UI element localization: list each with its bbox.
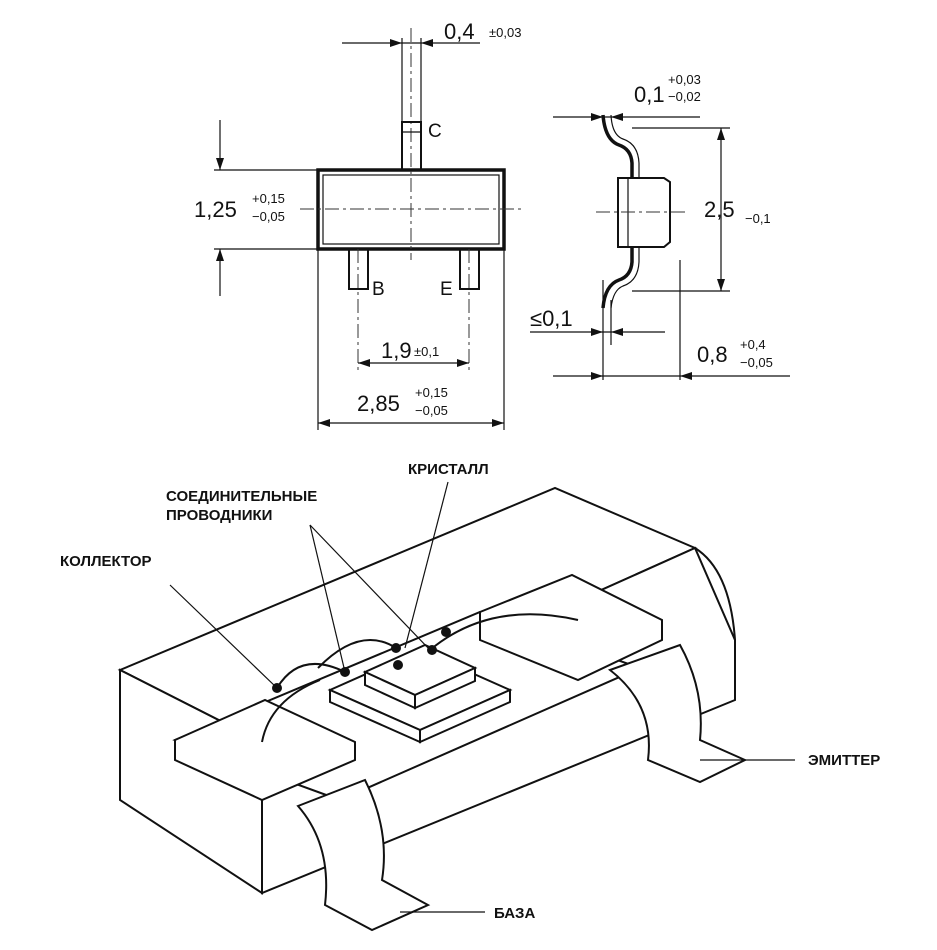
iso-base-lead bbox=[296, 778, 431, 932]
dim-pin-spacing-arrow-left bbox=[358, 359, 370, 367]
label-crystal: КРИСТАЛЛ bbox=[408, 461, 489, 478]
iso-view: КРИСТАЛЛ СОЕДИНИТЕЛЬНЫЕ ПРОВОДНИКИ КОЛЛЕ… bbox=[60, 461, 880, 932]
top-view: C B E 0,4 ±0,03 1,25 +0,15 −0,05 1,9 ±0,… bbox=[194, 19, 525, 430]
iso-bond-4 bbox=[427, 645, 437, 655]
dim-lead-width-arrow-left bbox=[390, 39, 402, 47]
iso-body-right-edge bbox=[694, 547, 736, 641]
dim-lead-width-tol: ±0,03 bbox=[489, 25, 521, 40]
dim-pin-spacing-tol: ±0,1 bbox=[414, 344, 439, 359]
leader-wires-b bbox=[309, 524, 431, 651]
dim-body-length-tol-minus: −0,05 bbox=[415, 403, 448, 418]
label-collector: КОЛЛЕКТОР bbox=[60, 553, 152, 570]
dim-height-arrow-left bbox=[591, 372, 603, 380]
dim-overall-width-arrow-bot bbox=[717, 279, 725, 291]
iso-bond-2 bbox=[391, 643, 401, 653]
dim-pin-spacing-value: 1,9 bbox=[381, 338, 412, 363]
dim-body-width-arrow-bot bbox=[216, 249, 224, 261]
dim-standoff-arrow-left bbox=[591, 328, 603, 336]
pin-c-label: C bbox=[428, 121, 442, 142]
dim-body-length-tol-plus: +0,15 bbox=[415, 385, 448, 400]
label-wires-1: СОЕДИНИТЕЛЬНЫЕ bbox=[166, 488, 317, 505]
side-view-body bbox=[617, 177, 671, 248]
iso-wire-2 bbox=[317, 639, 397, 669]
pin-b-label: B bbox=[372, 279, 385, 300]
iso-wire-3 bbox=[429, 613, 579, 651]
dim-lead-thickness-tol-plus: +0,03 bbox=[668, 72, 701, 87]
dim-height-tol-minus: −0,05 bbox=[740, 355, 773, 370]
pin-e-label: E bbox=[440, 279, 453, 300]
iso-collector-tab bbox=[174, 698, 356, 802]
side-view-top-lead-inner bbox=[610, 114, 640, 178]
dim-pin-spacing-arrow-right bbox=[457, 359, 469, 367]
label-wires-2: ПРОВОДНИКИ bbox=[166, 507, 272, 524]
leader-wires-a bbox=[309, 524, 346, 673]
dim-body-length-arrow-right bbox=[492, 419, 504, 427]
leader-collector bbox=[169, 584, 278, 689]
dim-lead-thickness-value: 0,1 bbox=[634, 82, 665, 107]
side-view-top-lead bbox=[601, 114, 634, 178]
dim-body-width-tol-plus: +0,15 bbox=[252, 191, 285, 206]
side-view-bottom-lead bbox=[601, 247, 634, 309]
dim-overall-width-value: 2,5 bbox=[704, 197, 735, 222]
dim-height-value: 0,8 bbox=[697, 342, 728, 367]
iso-wire-4 bbox=[261, 679, 321, 743]
top-view-body-inner bbox=[322, 174, 500, 245]
dim-standoff-value: ≤0,1 bbox=[530, 306, 573, 331]
dim-height-arrow-right bbox=[680, 372, 692, 380]
dim-lead-width-value: 0,4 bbox=[444, 19, 475, 44]
dim-lead-thickness-arrow-right bbox=[611, 113, 623, 121]
dim-lead-thickness-tol-minus: −0,02 bbox=[668, 89, 701, 104]
side-view-bottom-lead-inner bbox=[610, 247, 640, 309]
iso-emitter-pad bbox=[479, 573, 663, 682]
dim-body-width-value: 1,25 bbox=[194, 197, 237, 222]
leader-crystal bbox=[404, 481, 449, 649]
dim-body-width-tol-minus: −0,05 bbox=[252, 209, 285, 224]
dim-body-length-arrow-left bbox=[318, 419, 330, 427]
side-view: 0,1 +0,03 −0,02 2,5 −0,1 ≤0,1 0,8 +0,4 −… bbox=[530, 72, 790, 380]
dim-overall-width-arrow-top bbox=[717, 128, 725, 140]
label-base: БАЗА bbox=[494, 905, 535, 922]
iso-wire-1 bbox=[276, 663, 346, 689]
iso-bond-5 bbox=[441, 627, 451, 637]
dim-lead-width-arrow-right bbox=[421, 39, 433, 47]
dim-standoff-arrow-right bbox=[611, 328, 623, 336]
dim-body-width-arrow-top bbox=[216, 158, 224, 170]
iso-die-base-side2 bbox=[419, 688, 511, 744]
dim-lead-thickness-arrow-left bbox=[591, 113, 603, 121]
dim-overall-width-tol: −0,1 bbox=[745, 211, 771, 226]
dim-body-length-value: 2,85 bbox=[357, 391, 400, 416]
label-emitter: ЭМИТТЕР bbox=[808, 752, 880, 769]
dim-height-tol-plus: +0,4 bbox=[740, 337, 766, 352]
collector-lead bbox=[401, 121, 422, 171]
iso-crystal-side2 bbox=[414, 666, 476, 710]
iso-bond-3 bbox=[393, 660, 403, 670]
